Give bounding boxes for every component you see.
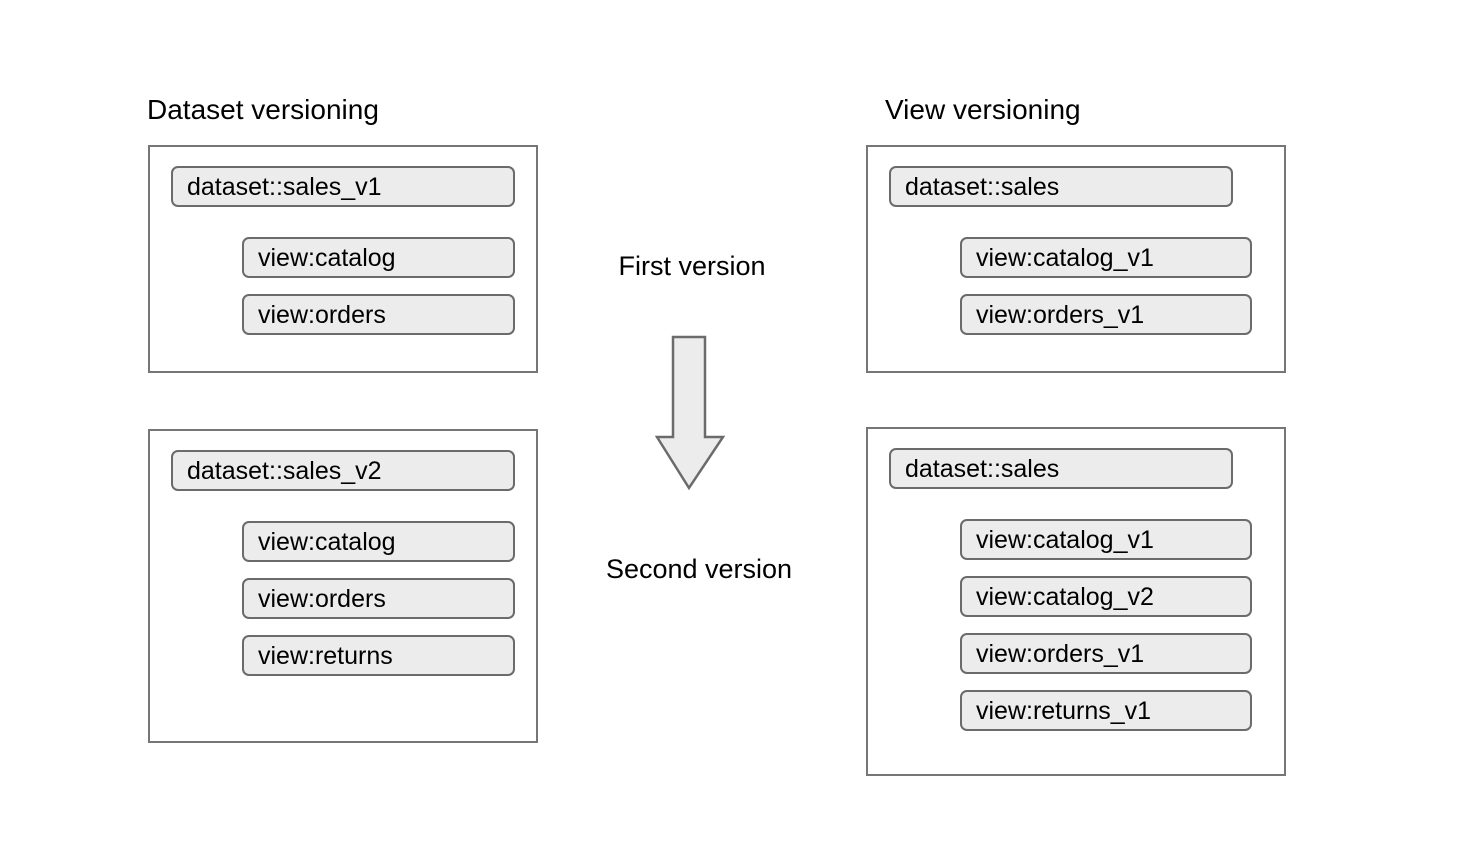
dataset-node[interactable]: dataset::sales_v2	[171, 450, 515, 491]
column-title-view-versioning: View versioning	[885, 94, 1081, 125]
group-box-view-versioning-v2: dataset::sales view:catalog_v1 view:cata…	[866, 427, 1286, 776]
view-node[interactable]: view:catalog_v1	[960, 519, 1252, 560]
view-node[interactable]: view:catalog_v2	[960, 576, 1252, 617]
dataset-node[interactable]: dataset::sales	[889, 448, 1233, 489]
column-title-dataset-versioning: Dataset versioning	[147, 94, 379, 125]
dataset-node[interactable]: dataset::sales	[889, 166, 1233, 207]
view-node[interactable]: view:catalog	[242, 237, 515, 278]
view-node[interactable]: view:catalog_v1	[960, 237, 1252, 278]
center-label-second-version: Second version	[605, 554, 793, 584]
group-box-dataset-versioning-v1: dataset::sales_v1 view:catalog view:orde…	[148, 145, 538, 373]
view-node[interactable]: view:returns	[242, 635, 515, 676]
view-node[interactable]: view:orders	[242, 294, 515, 335]
dataset-node[interactable]: dataset::sales_v1	[171, 166, 515, 207]
group-box-view-versioning-v1: dataset::sales view:catalog_v1 view:orde…	[866, 145, 1286, 373]
center-label-first-version: First version	[618, 251, 766, 281]
view-node[interactable]: view:returns_v1	[960, 690, 1252, 731]
view-node[interactable]: view:orders	[242, 578, 515, 619]
view-node[interactable]: view:catalog	[242, 521, 515, 562]
view-node[interactable]: view:orders_v1	[960, 294, 1252, 335]
view-node[interactable]: view:orders_v1	[960, 633, 1252, 674]
down-arrow-icon	[655, 335, 725, 491]
group-box-dataset-versioning-v2: dataset::sales_v2 view:catalog view:orde…	[148, 429, 538, 743]
